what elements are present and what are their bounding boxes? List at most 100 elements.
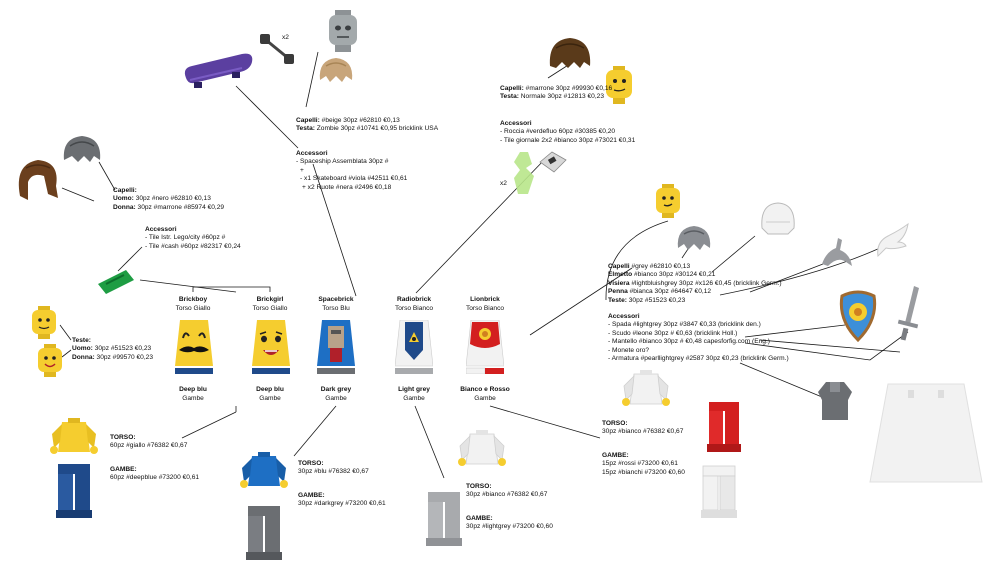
character-torso-label: Torso Giallo [175, 305, 211, 312]
head-label: Testa: [296, 125, 315, 133]
plume-part [877, 222, 909, 258]
torso-label: TORSO: [298, 460, 324, 467]
connector-line [529, 267, 633, 336]
dark-grey-legs-text: GAMBE: 30pz #darkgrey #73200 €0,61 [298, 492, 386, 509]
normal-head-part [606, 66, 632, 104]
brown-hair-part [18, 160, 58, 200]
man-hair-value: 30pz #nero #62810 €0,13 [133, 195, 211, 203]
brickboy-torso-print [175, 320, 213, 374]
accessories-title: Accessori [296, 150, 328, 157]
lionbrick-torso-print [466, 320, 504, 374]
visor-value: #lightbluishgrey 30pz #x126 €0,45 (brick… [629, 279, 782, 287]
armor-part [818, 382, 852, 420]
lion-legs-text: GAMBE: 15pz #rossi #73200 €0,61 15pz #bi… [602, 452, 685, 477]
brickgirl-torso-print [252, 320, 290, 374]
connector-line [312, 163, 357, 297]
deep-blue-legs-text: GAMBE: 60pz #deepblue #73200 €0,61 [110, 466, 199, 483]
connector-line [605, 220, 669, 301]
accessory-item: - Armatura #pearllightgrey #2587 30pz €0… [608, 355, 789, 363]
man-label: Uomo: [113, 195, 134, 203]
red-legs-part [707, 402, 741, 452]
white-torso-part [458, 430, 506, 466]
cash-tile-part [98, 270, 134, 294]
head-value: 30pz #51523 €0,23 [626, 296, 686, 304]
lionbrick-parts-text: Capelli #grey #62810 €0,13 Elmetto #bian… [608, 263, 782, 305]
connector-line [61, 187, 95, 202]
helmet-label: Elmetto [608, 271, 633, 279]
black-hair-part [63, 136, 101, 162]
white-legs-part [701, 465, 737, 518]
connector-line [117, 246, 143, 272]
character-torso-label: Torso Bianco [394, 305, 434, 312]
wheels-count-label: x2 [282, 34, 289, 41]
heads-left-text: Teste: Uomo: 30pz #51523 €0,23 Donna: 30… [72, 337, 153, 362]
legs-color-label: Bianco e Rosso [460, 386, 510, 393]
connector-line [305, 51, 319, 108]
helmet-part [761, 202, 795, 235]
legs-label: GAMBE: [298, 492, 325, 499]
legs-label: Gambe [403, 395, 425, 402]
plume-value: #bianca 30pz #64647 €0,12 [627, 288, 712, 296]
accessory-item: + [300, 166, 304, 174]
blue-torso-part [240, 452, 288, 488]
wheels-part [260, 34, 294, 64]
head-value: Normale 30pz #12813 €0,23 [518, 93, 604, 101]
legs-label: Gambe [474, 395, 496, 402]
connector-line [192, 286, 271, 292]
hair-value: #marrone 30pz #99930 €0,16 [523, 85, 613, 92]
yellow-head-woman-part [38, 344, 62, 377]
legs-value: 30pz #lightgrey #73200 €0,60 [466, 523, 553, 531]
visor-label: Visiera [608, 279, 630, 287]
character-name: Spacebrick [318, 296, 354, 303]
head-label: Testa: [500, 93, 519, 101]
connector-line [181, 411, 237, 439]
accessory-item: - Monete oro? [608, 346, 650, 354]
hair-label: Capelli: [500, 85, 524, 92]
connector-line [293, 405, 337, 457]
spacebrick-torso-print [317, 320, 355, 374]
skateboard-part [184, 53, 253, 88]
woman-head-value: 30pz #99570 €0,23 [94, 353, 154, 361]
head-label: Teste: [608, 296, 627, 304]
sword-part [897, 286, 919, 341]
radiobrick-parts-text: Capelli: #marrone 30pz #99930 €0,16 Test… [500, 85, 612, 102]
visor-part [822, 238, 852, 266]
man-label: Uomo: [72, 345, 93, 353]
shield-part [839, 290, 877, 342]
torso-label: TORSO: [466, 483, 492, 490]
lion-head-part [656, 184, 680, 218]
hair-value: #grey #62810 €0,13 [629, 263, 691, 270]
character-name: Radiobrick [396, 296, 432, 303]
legs-color-label: Deep blu [179, 386, 207, 393]
yellow-torso-text: TORSO: 60pz #giallo #76382 €0,67 [110, 434, 187, 451]
legs-label: GAMBE: [466, 515, 493, 522]
accessories-title: Accessori [608, 313, 640, 320]
connector-line [235, 85, 299, 149]
brown-hair-right-part [549, 38, 591, 68]
connector-line [749, 263, 824, 293]
character-name: Brickboy [178, 296, 208, 303]
accessory-item: + x2 Ruote #nera #2496 €0,18 [302, 183, 392, 191]
blue-torso-text: TORSO: 30pz #blu #76382 €0,67 [298, 460, 369, 477]
cape-part [869, 383, 983, 483]
character-name: Brickgirl [256, 296, 284, 303]
zombie-head-part [329, 10, 357, 52]
yellow-head-man-part [32, 306, 56, 339]
accessories-title: Accessori [145, 226, 177, 233]
radiobrick-torso-print [395, 320, 433, 374]
connector-line [59, 324, 72, 341]
connector-line [489, 405, 601, 439]
character-torso-label: Torso Blu [322, 305, 350, 312]
torso-value: 30pz #bianco #76382 €0,67 [466, 491, 548, 499]
accessories-title: Accessori [500, 120, 532, 127]
beige-hair-part [319, 58, 353, 82]
grey-hair-part [677, 226, 711, 250]
legs-label: Gambe [259, 395, 281, 402]
accessories-right: Accessori - Spada #lightgrey 30pz #3847 … [608, 313, 789, 363]
legs-color-label: Deep blu [256, 386, 284, 393]
accessories-right-top: Accessori - Roccia #verdefluo 60pz #3038… [500, 120, 635, 145]
legs-value: 60pz #deepblue #73200 €0,61 [110, 474, 200, 482]
accessory-item: - Tile Istr. Lego/city #60pz # [145, 234, 226, 242]
legs-label: Gambe [325, 395, 347, 402]
legs-value: 30pz #darkgrey #73200 €0,61 [298, 500, 386, 508]
